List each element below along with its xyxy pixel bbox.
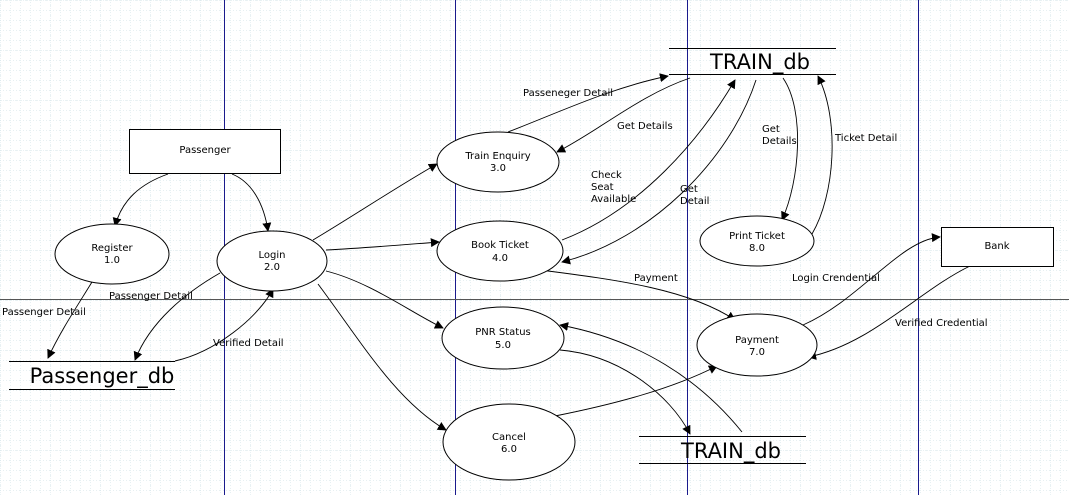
flow-train-db-to-train-enquiry[interactable] — [556, 77, 691, 153]
process-print-ticket[interactable]: Print Ticket 8.0 — [699, 215, 815, 267]
process-cancel-number: 6.0 — [501, 444, 517, 455]
label-verified-credential: Verified Credential — [895, 318, 988, 329]
flow-login-to-passenger-db[interactable] — [133, 272, 221, 361]
process-book-ticket[interactable]: Book Ticket 4.0 — [436, 220, 564, 282]
process-book-ticket-name: Book Ticket — [471, 240, 529, 251]
flow-train-db-to-book-ticket[interactable] — [561, 79, 757, 265]
label-get-details-enquiry: Get Details — [617, 121, 673, 132]
process-print-ticket-name: Print Ticket — [729, 231, 785, 242]
process-book-ticket-number: 4.0 — [492, 253, 508, 264]
flow-cancel-to-payment[interactable] — [554, 365, 718, 417]
store-train-db-bottom[interactable]: TRAIN_db — [639, 436, 806, 465]
process-print-ticket-number: 8.0 — [749, 243, 765, 254]
store-passenger-db-label: Passenger_db — [30, 364, 175, 389]
process-register-number: 1.0 — [104, 255, 120, 266]
label-passeneger-detail: Passeneger Detail — [523, 88, 613, 99]
entity-bank-label: Bank — [984, 241, 1009, 252]
process-payment-name: Payment — [735, 335, 779, 346]
store-train-db-top-label: TRAIN_db — [709, 50, 810, 75]
flow-payment-to-bank[interactable] — [802, 233, 941, 326]
label-payment-flow: Payment — [634, 273, 678, 284]
flow-login-to-pnr-status[interactable] — [325, 270, 444, 329]
process-cancel-name: Cancel — [492, 432, 526, 443]
label-get-book: Get — [680, 184, 698, 195]
process-train-enquiry[interactable]: Train Enquiry 3.0 — [436, 131, 560, 193]
flow-train-db-to-print-ticket[interactable] — [781, 77, 799, 221]
flow-register-to-passenger-db[interactable] — [47, 281, 93, 359]
flow-print-ticket-to-train-db[interactable] — [811, 75, 833, 235]
flow-train-db-to-pnr-status[interactable] — [559, 322, 743, 433]
process-login[interactable]: Login 2.0 — [216, 230, 328, 292]
flow-train-enquiry-to-train-db[interactable] — [507, 73, 669, 133]
label-detail-book: Detail — [680, 196, 709, 207]
process-register[interactable]: Register 1.0 — [54, 223, 170, 285]
store-passenger-db[interactable]: Passenger_db — [9, 361, 175, 390]
flow-login-to-book-ticket[interactable] — [325, 238, 440, 251]
label-check: Check — [591, 170, 622, 181]
label-passenger-detail-left: Passenger Detail — [2, 307, 86, 318]
flow-passenger-to-login[interactable] — [231, 173, 272, 232]
flow-bank-to-payment[interactable] — [807, 265, 971, 360]
label-passenger-detail-mid: Passenger Detail — [109, 291, 193, 302]
flow-passenger-db-to-login[interactable] — [174, 288, 274, 362]
label-available: Available — [591, 194, 636, 205]
label-get-print: Get — [762, 124, 780, 135]
flow-passenger-to-register[interactable] — [112, 173, 169, 227]
process-pnr-status[interactable]: PNR Status 5.0 — [441, 306, 565, 370]
label-ticket-detail: Ticket Detail — [834, 133, 897, 144]
flow-book-ticket-to-train-db[interactable] — [561, 79, 736, 241]
flow-pnr-status-to-train-db[interactable] — [559, 349, 691, 435]
label-seat: Seat — [591, 182, 614, 193]
flow-book-ticket-to-payment[interactable] — [539, 269, 736, 321]
process-cancel[interactable]: Cancel 6.0 — [442, 403, 576, 481]
process-login-number: 2.0 — [264, 262, 280, 273]
entity-passenger[interactable]: Passenger — [129, 129, 281, 174]
store-train-db-bottom-label: TRAIN_db — [680, 439, 781, 464]
process-payment-number: 7.0 — [749, 347, 765, 358]
entity-bank[interactable]: Bank — [941, 227, 1054, 267]
store-train-db-top[interactable]: TRAIN_db — [669, 48, 836, 76]
flow-login-to-cancel[interactable] — [317, 283, 447, 431]
process-register-name: Register — [91, 243, 133, 254]
process-pnr-status-name: PNR Status — [475, 327, 531, 338]
label-verified-detail: Verified Detail — [213, 338, 284, 349]
flow-labels: Passenger Detail Passenger Detail Verifi… — [2, 88, 988, 349]
flow-login-to-train-enquiry[interactable] — [312, 163, 438, 241]
label-login-credential: Login Crendential — [792, 273, 880, 284]
process-pnr-status-number: 5.0 — [495, 340, 511, 351]
label-details-print: Details — [762, 136, 797, 147]
entity-passenger-label: Passenger — [179, 145, 231, 156]
process-payment[interactable]: Payment 7.0 — [696, 313, 818, 377]
process-train-enquiry-number: 3.0 — [490, 163, 506, 174]
process-train-enquiry-name: Train Enquiry — [464, 151, 530, 162]
data-flows — [47, 73, 971, 435]
process-login-name: Login — [259, 250, 286, 261]
